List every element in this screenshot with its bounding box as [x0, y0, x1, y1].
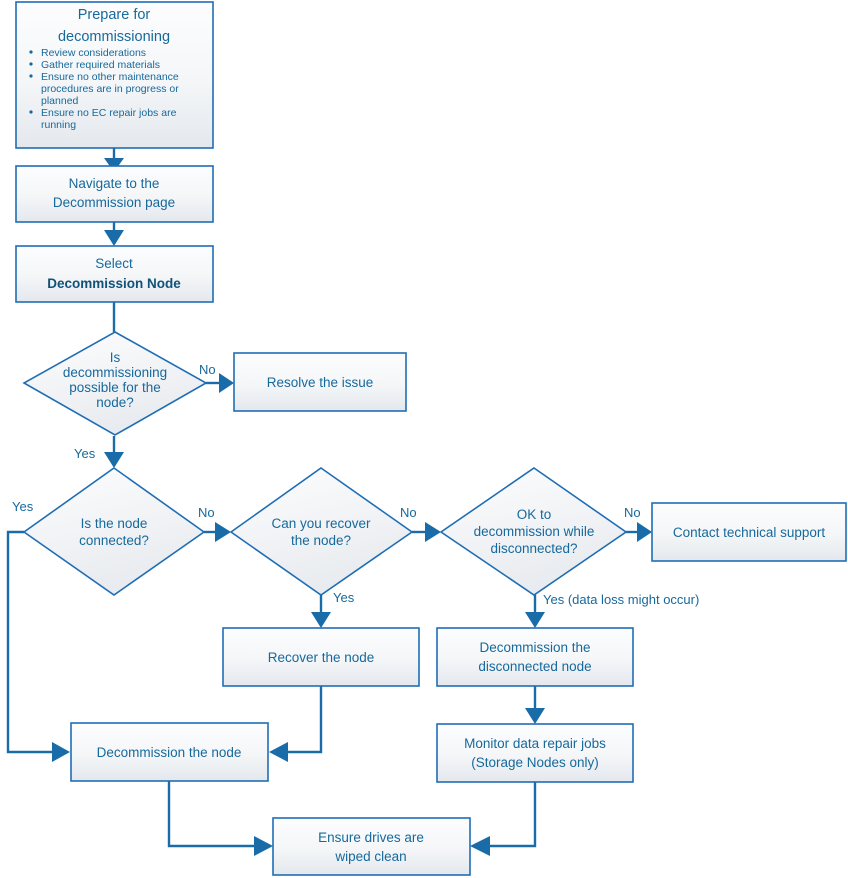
edge-label-recover-yes: Yes [333, 590, 355, 605]
connector-recover-node-to-decommission-node [269, 686, 323, 762]
resolve-line-1: Resolve the issue [267, 375, 374, 390]
node-recover-the-node[interactable]: Recover the node [222, 627, 420, 687]
node-prepare-for-decommissioning[interactable]: Prepare for decommissioning Review consi… [15, 1, 214, 149]
recover-node-line-1: Recover the node [268, 650, 375, 665]
ok-line-2: decommission while [474, 524, 595, 539]
prepare-bullet-1-line-1: Review considerations [41, 47, 146, 59]
connector-prepare-to-navigate [104, 148, 124, 172]
bullet-dot-icon [29, 62, 33, 66]
connector-navigate-to-select [104, 222, 124, 246]
prepare-bullet-3-line-1: Ensure no other maintenance [41, 71, 179, 83]
node-decommission-disconnected-node[interactable]: Decommission the disconnected node [436, 627, 634, 687]
wipe-drives-line-1: Ensure drives are [318, 830, 424, 845]
node-decision-is-decommissioning-possible[interactable]: Is decommissioning possible for the node… [22, 331, 208, 436]
connector-possible-yes-to-connected [104, 436, 124, 468]
bullet-dot-icon [29, 110, 33, 114]
contact-support-line-1: Contact technical support [673, 525, 826, 540]
connector-decommission-node-to-wipe-drives [167, 781, 273, 856]
edge-label-ok-no: No [624, 505, 641, 520]
prepare-bullet-3-line-3: planned [41, 95, 79, 107]
navigate-line-2: Decommission page [53, 195, 175, 210]
node-decision-can-you-recover[interactable]: Can you recover the node? [229, 467, 414, 596]
node-resolve-the-issue[interactable]: Resolve the issue [233, 352, 407, 412]
edge-label-ok-yes: Yes (data loss might occur) [543, 592, 699, 607]
edge-label-possible-no: No [199, 362, 216, 377]
connected-line-2: connected? [79, 533, 149, 548]
connector-recover-no-to-ok [412, 522, 441, 542]
monitor-line-2: (Storage Nodes only) [471, 755, 599, 770]
connector-connected-no-to-recover [204, 522, 231, 542]
decommission-node-line-1: Decommission the node [97, 745, 242, 760]
recover-line-2: the node? [291, 533, 351, 548]
node-monitor-data-repair-jobs[interactable]: Monitor data repair jobs (Storage Nodes … [436, 723, 634, 783]
connector-ok-no-to-contact-support [626, 522, 652, 542]
possible-line-1: Is [110, 350, 121, 365]
node-contact-technical-support[interactable]: Contact technical support [651, 502, 847, 562]
wipe-drives-line-2: wiped clean [334, 849, 406, 864]
prepare-title-line1: Prepare for [78, 7, 151, 23]
edge-label-connected-no: No [198, 505, 215, 520]
connector-connected-yes-to-decommission-node [6, 530, 70, 762]
possible-line-2: decommissioning [63, 365, 167, 380]
node-decision-ok-to-decommission-disconnected[interactable]: OK to decommission while disconnected? [439, 467, 628, 596]
navigate-line-1: Navigate to the [69, 176, 160, 191]
edge-label-connected-yes: Yes [12, 499, 34, 514]
select-line-normal: Select [95, 256, 133, 271]
bullet-dot-icon [29, 50, 33, 54]
node-select-decommission-node[interactable]: Select Decommission Node [15, 245, 214, 303]
edge-label-possible-yes: Yes [74, 446, 96, 461]
bullet-dot-icon [29, 74, 33, 78]
connector-possible-no-to-resolve [206, 373, 234, 393]
prepare-bullet-2-line-1: Gather required materials [41, 59, 160, 71]
monitor-line-1: Monitor data repair jobs [464, 736, 606, 751]
connected-line-1: Is the node [81, 516, 148, 531]
edge-label-recover-no: No [400, 505, 417, 520]
prepare-bullet-4-line-2: running [41, 119, 76, 131]
node-decision-is-node-connected[interactable]: Is the node connected? [22, 467, 206, 596]
recover-line-1: Can you recover [271, 516, 371, 531]
node-decommission-the-node[interactable]: Decommission the node [70, 722, 269, 782]
ok-line-1: OK to [517, 507, 552, 522]
connector-decommission-disconnected-to-monitor [525, 686, 545, 724]
decommission-disconnected-line-2: disconnected node [478, 659, 591, 674]
decommission-disconnected-line-1: Decommission the [479, 640, 590, 655]
prepare-bullet-3-line-2: procedures are in progress or [41, 83, 179, 95]
prepare-title-line2: decommissioning [58, 29, 170, 45]
possible-line-3: possible for the [69, 380, 161, 395]
connector-monitor-to-wipe-drives [470, 782, 537, 856]
node-navigate-to-decommission-page[interactable]: Navigate to the Decommission page [15, 165, 214, 223]
select-line-bold: Decommission Node [47, 276, 181, 291]
node-ensure-drives-wiped-clean[interactable]: Ensure drives are wiped clean [272, 817, 471, 876]
prepare-bullet-4-line-1: Ensure no EC repair jobs are [41, 107, 177, 119]
possible-line-4: node? [96, 395, 134, 410]
ok-line-3: disconnected? [490, 541, 577, 556]
